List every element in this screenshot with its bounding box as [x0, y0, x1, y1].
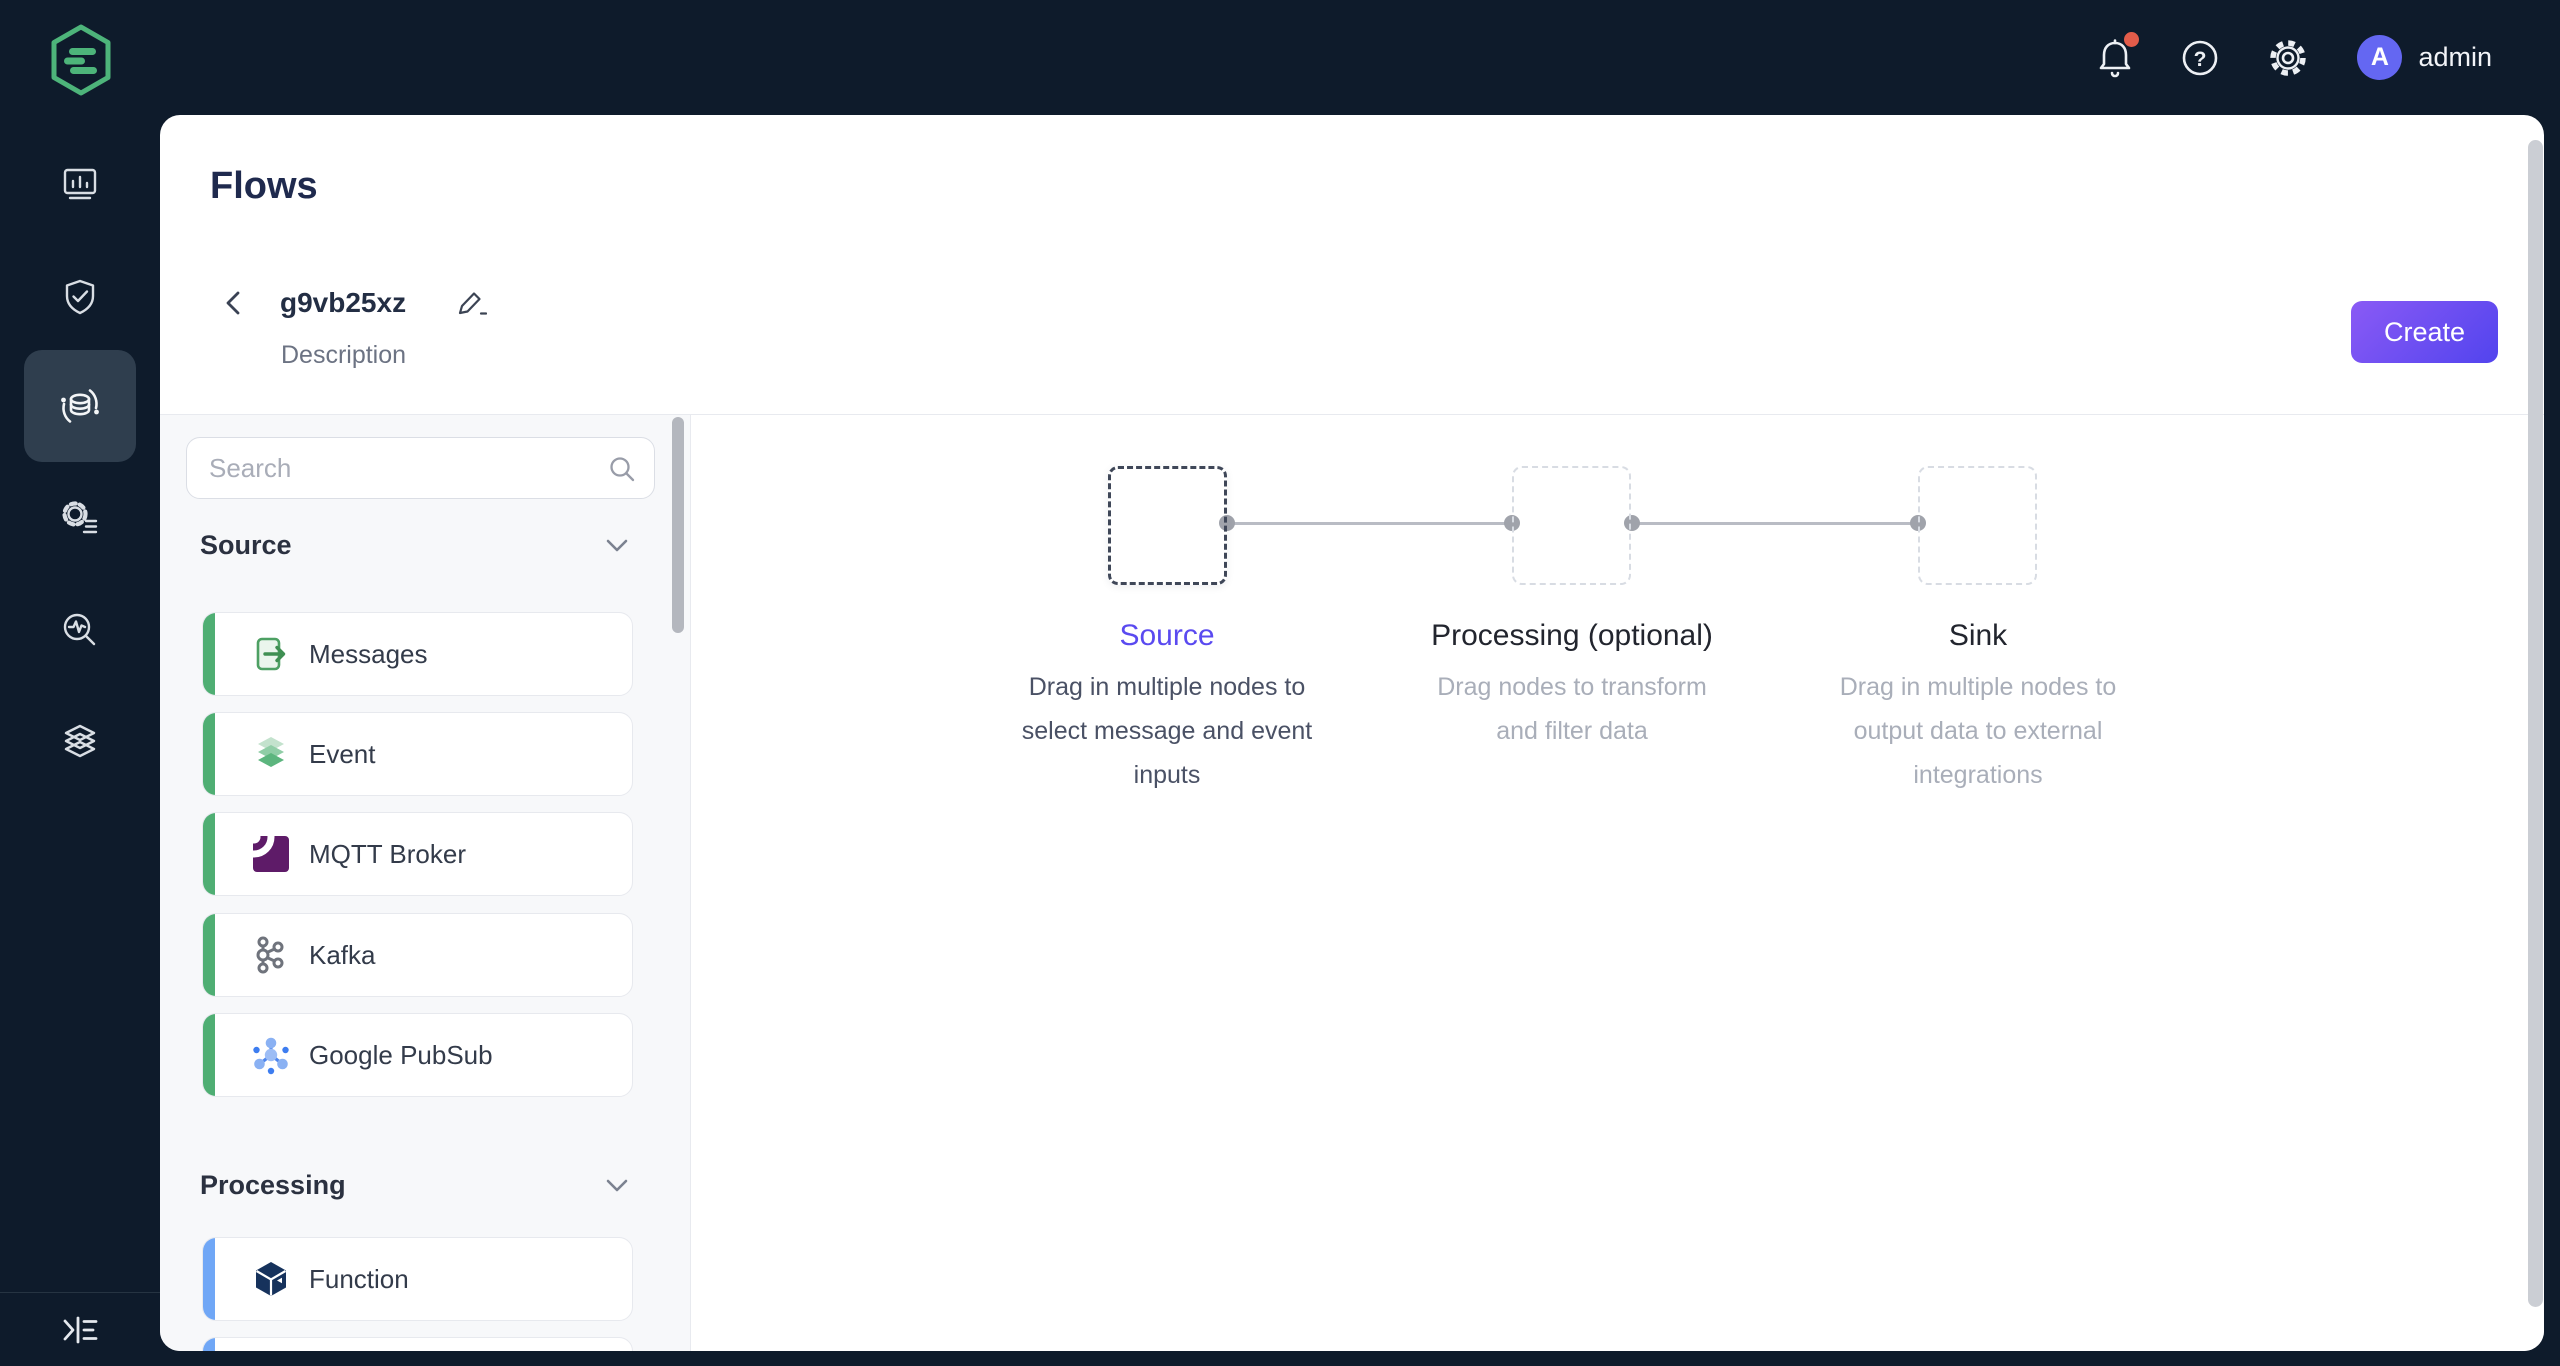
- sink-drop-zone[interactable]: [1918, 466, 2037, 585]
- monitor-search-icon: [60, 611, 100, 651]
- step-description: Drag in multiple nodes to select message…: [1021, 673, 1313, 789]
- sidebar-item-dashboard[interactable]: [24, 128, 136, 240]
- topbar-actions: ? A admin: [2097, 0, 2560, 115]
- step-title: Source: [1119, 619, 1215, 652]
- accent-bar: [203, 1238, 215, 1320]
- step-description: Drag nodes to transform and filter data: [1437, 673, 1707, 745]
- source-drop-zone[interactable]: [1108, 466, 1227, 585]
- palette-item-function[interactable]: Function: [202, 1237, 633, 1321]
- mqtt-icon: [251, 834, 291, 874]
- step-processing: Processing (optional) Drag nodes to tran…: [1422, 619, 1722, 753]
- node-palette: Source Messages: [160, 415, 691, 1351]
- search-input[interactable]: [186, 437, 655, 499]
- edit-pencil-icon: [453, 286, 487, 320]
- flow-name: g9vb25xz: [280, 287, 407, 318]
- edit-flow-name-button[interactable]: [452, 285, 488, 321]
- flow-description: Description: [281, 341, 407, 369]
- step-title: Processing (optional): [1431, 619, 1713, 652]
- section-header-source[interactable]: Source: [200, 523, 630, 567]
- accent-bar: [203, 613, 215, 695]
- sidebar-item-management[interactable]: [24, 462, 136, 574]
- sidebar-item-access-control[interactable]: [24, 241, 136, 353]
- palette-item-label: Google PubSub: [309, 1039, 493, 1070]
- accent-bar: [203, 1014, 215, 1096]
- connector-line: [1227, 522, 1512, 525]
- gear-icon[interactable]: [2267, 37, 2309, 79]
- page-scrollbar[interactable]: [2528, 140, 2543, 1307]
- step-source: Source Drag in multiple nodes to select …: [1017, 619, 1317, 797]
- notification-badge: [2124, 31, 2140, 47]
- section-label: Processing: [200, 1169, 346, 1200]
- shield-check-icon: [60, 277, 100, 317]
- palette-item-partial[interactable]: [202, 1337, 633, 1351]
- accent-bar: [203, 914, 215, 996]
- data-integration-icon: [56, 382, 104, 430]
- function-icon: [251, 1259, 291, 1299]
- accent-bar: [203, 813, 215, 895]
- palette-item-label: Messages: [309, 638, 428, 669]
- palette-item-label: Event: [309, 738, 376, 769]
- event-icon: [251, 734, 291, 774]
- sidebar-item-system[interactable]: [24, 687, 136, 799]
- svg-text:?: ?: [2194, 48, 2207, 71]
- gear-list-icon: [59, 497, 101, 539]
- layers-icon: [59, 722, 101, 764]
- processing-drop-zone[interactable]: [1512, 466, 1631, 585]
- chevron-down-icon: [604, 1172, 630, 1198]
- step-title: Sink: [1948, 619, 2008, 652]
- section-header-processing[interactable]: Processing: [200, 1163, 630, 1207]
- sidebar-item-integrations[interactable]: [24, 350, 136, 462]
- collapse-sidebar-icon: [59, 1312, 101, 1348]
- avatar[interactable]: A: [2357, 35, 2403, 80]
- sidebar-divider: [0, 1292, 160, 1293]
- emqx-logo[interactable]: [49, 23, 113, 97]
- search-icon: [607, 454, 637, 484]
- palette-item-google-pubsub[interactable]: Google PubSub: [202, 1013, 633, 1097]
- accent-bar: [203, 713, 215, 795]
- connector-line: [1632, 522, 1918, 525]
- sidebar-item-diagnose[interactable]: [24, 575, 136, 687]
- messages-icon: [251, 634, 291, 674]
- back-button[interactable]: [216, 285, 252, 321]
- palette-item-kafka[interactable]: Kafka: [202, 913, 633, 997]
- help-icon[interactable]: ?: [2181, 39, 2219, 77]
- accent-bar: [203, 1338, 215, 1351]
- palette-item-label: MQTT Broker: [309, 838, 466, 869]
- palette-item-messages[interactable]: Messages: [202, 612, 633, 696]
- back-chevron-icon: [220, 288, 248, 318]
- connector-dot: [1624, 515, 1640, 531]
- kafka-icon: [251, 935, 291, 975]
- sidebar: [0, 0, 160, 1366]
- step-description: Drag in multiple nodes to output data to…: [1839, 673, 2117, 789]
- chevron-down-icon: [604, 532, 630, 558]
- flow-canvas[interactable]: Source Drag in multiple nodes to select …: [691, 415, 2544, 1351]
- palette-item-mqtt-broker[interactable]: MQTT Broker: [202, 812, 633, 896]
- pubsub-icon: [251, 1035, 291, 1075]
- main-content-card: Flows g9vb25xz Description Create: [160, 115, 2544, 1351]
- page-title: Flows: [210, 165, 318, 207]
- palette-item-label: Kafka: [309, 939, 376, 970]
- bell-icon[interactable]: [2097, 31, 2140, 79]
- palette-item-event[interactable]: Event: [202, 712, 633, 796]
- palette-item-label: Function: [309, 1263, 409, 1294]
- username[interactable]: admin: [2418, 42, 2492, 72]
- dashboard-icon: [60, 164, 100, 204]
- palette-scrollbar[interactable]: [672, 417, 684, 633]
- create-button[interactable]: Create: [2351, 301, 2498, 363]
- topbar: ? A admin: [0, 0, 2560, 115]
- header-divider: [160, 414, 2544, 415]
- sidebar-collapse-button[interactable]: [42, 1306, 118, 1354]
- step-sink: Sink Drag in multiple nodes to output da…: [1828, 619, 2128, 797]
- connector-dot: [1219, 515, 1235, 531]
- section-label: Source: [200, 529, 292, 560]
